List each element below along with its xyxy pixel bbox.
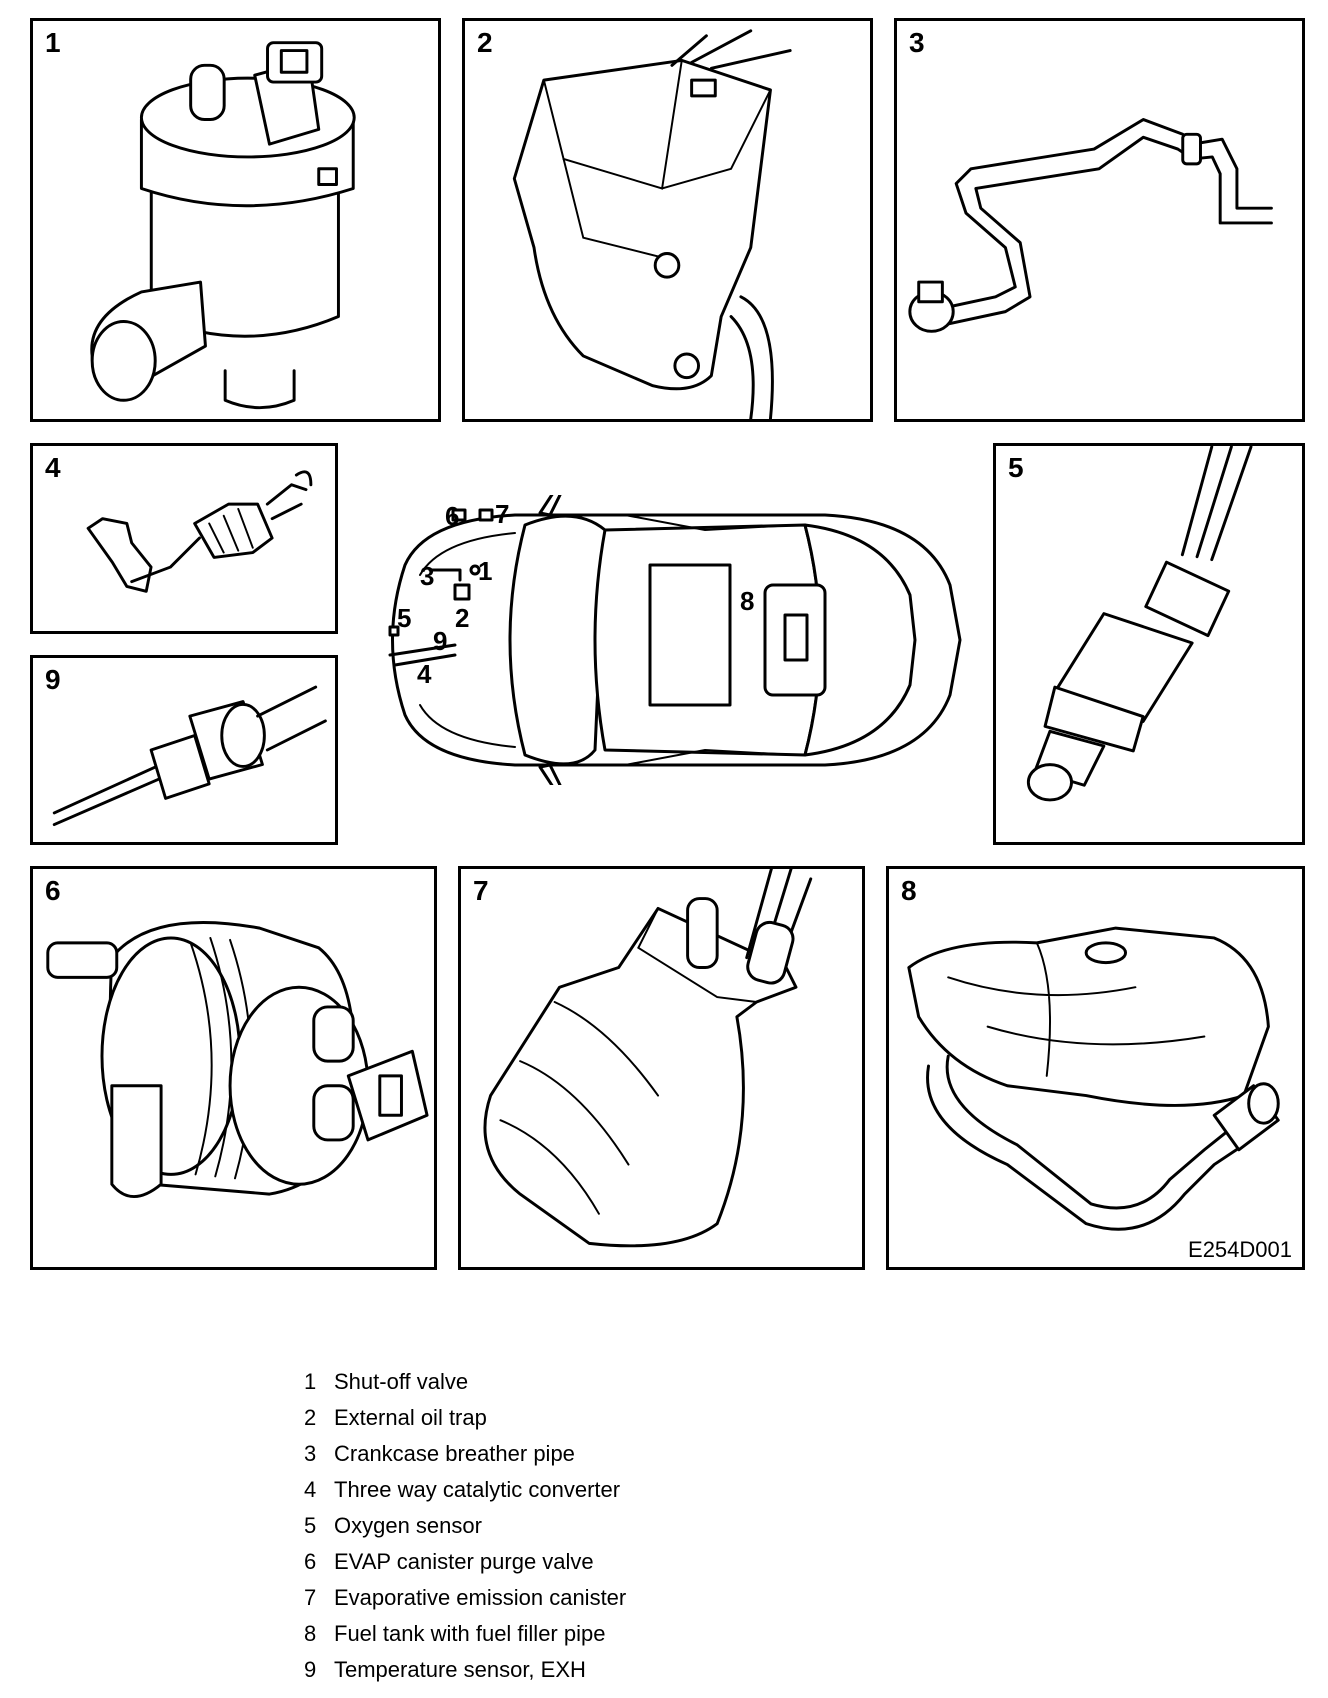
side-window-line [624,748,796,766]
exhaust-marker [388,643,457,657]
legend-text: Fuel tank with fuel filler pipe [334,1621,606,1646]
oil-trap-marker [453,583,471,601]
car-label: 7 [495,499,509,529]
legend-text: EVAP canister purge valve [334,1549,594,1574]
legend-item: 7 Evaporative emission canister [304,1580,626,1616]
canister-marker [478,508,494,522]
legend-item: 8 Fuel tank with fuel filler pipe [304,1616,626,1652]
purge-valve-marker [451,508,467,522]
shut-off-valve-illustration [90,41,356,410]
evap-canister-illustration [483,869,813,1248]
legend-number: 1 [304,1369,317,1394]
legend-item: 2 External oil trap [304,1400,626,1436]
legend-number: 8 [304,1621,317,1646]
legend-item: 5 Oxygen sensor [304,1508,626,1544]
purge-valve-illustration [46,921,429,1199]
catalytic-converter-illustration [86,470,313,593]
component-legend: 1 Shut-off valve 2 External oil trap 3 Cran… [304,1364,626,1688]
panel-number: 1 [45,27,61,58]
panel-4: 4 [30,443,338,634]
panel-1: 1 [30,18,441,422]
oxygen-sensor-marker [388,625,400,637]
panel-number: 3 [909,27,925,58]
fuel-tank-illustration [907,926,1280,1231]
panel-5: 5 [993,443,1305,845]
panel-number: 7 [473,875,489,906]
legend-number: 9 [304,1657,317,1682]
car-label: 8 [740,586,754,616]
panel-number: 2 [477,27,493,58]
panel-7: 7 [458,866,865,1270]
panel-number: 9 [45,664,61,695]
panel-8: 8 E254D001 [886,866,1305,1270]
panel-3: 3 [894,18,1305,422]
car-label: 6 [445,501,459,531]
panel-number: 4 [45,452,61,483]
legend-text: Temperature sensor, EXH [334,1657,586,1682]
car-label: 1 [478,556,492,586]
legend-item: 1 Shut-off valve [304,1364,626,1400]
panel-number: 6 [45,875,61,906]
car-top-view-diagram: 6 7 3 1 2 5 9 4 8 [388,495,962,785]
legend-number: 2 [304,1405,317,1430]
car-label: 4 [417,659,432,689]
external-oil-trap-illustration [512,29,792,419]
panel-2: 2 [462,18,873,422]
legend-number: 7 [304,1585,317,1610]
fuel-tank-outline [783,613,809,662]
sunroof [648,563,732,707]
crankcase-breather-pipe-illustration [908,118,1273,333]
car-label: 2 [455,603,469,633]
panel-6: 6 [30,866,437,1270]
legend-text: External oil trap [334,1405,487,1430]
shut-off-valve-marker [469,564,481,576]
figure-code: E254D001 [1188,1237,1292,1262]
panel-number: 8 [901,875,917,906]
exhaust-marker [393,653,457,667]
legend-item: 9 Temperature sensor, EXH [304,1652,626,1688]
panel-9: 9 [30,655,338,845]
breather-pipe-marker [428,568,462,582]
mirror [538,495,562,517]
legend-text: Crankcase breather pipe [334,1441,575,1466]
oxygen-sensor-illustration [1026,446,1253,802]
hood-line [419,532,516,576]
legend-number: 3 [304,1441,317,1466]
legend-item: 3 Crankcase breather pipe [304,1436,626,1472]
temperature-sensor-illustration [52,685,327,827]
legend-text: Shut-off valve [334,1369,469,1394]
legend-number: 5 [304,1513,317,1538]
legend-item: 6 EVAP canister purge valve [304,1544,626,1580]
legend-number: 6 [304,1549,317,1574]
mirror [538,763,562,785]
car-label: 3 [420,561,434,591]
car-label: 5 [397,603,411,633]
legend-item: 4 Three way catalytic converter [304,1472,626,1508]
car-label: 9 [433,626,447,656]
legend-text: Three way catalytic converter [334,1477,621,1502]
legend-number: 4 [304,1477,317,1502]
hood-line [419,704,516,748]
panel-number: 5 [1008,452,1024,483]
windshield [508,514,607,766]
legend-text: Oxygen sensor [334,1513,482,1538]
legend-text: Evaporative emission canister [334,1585,627,1610]
side-window-line [624,514,796,532]
